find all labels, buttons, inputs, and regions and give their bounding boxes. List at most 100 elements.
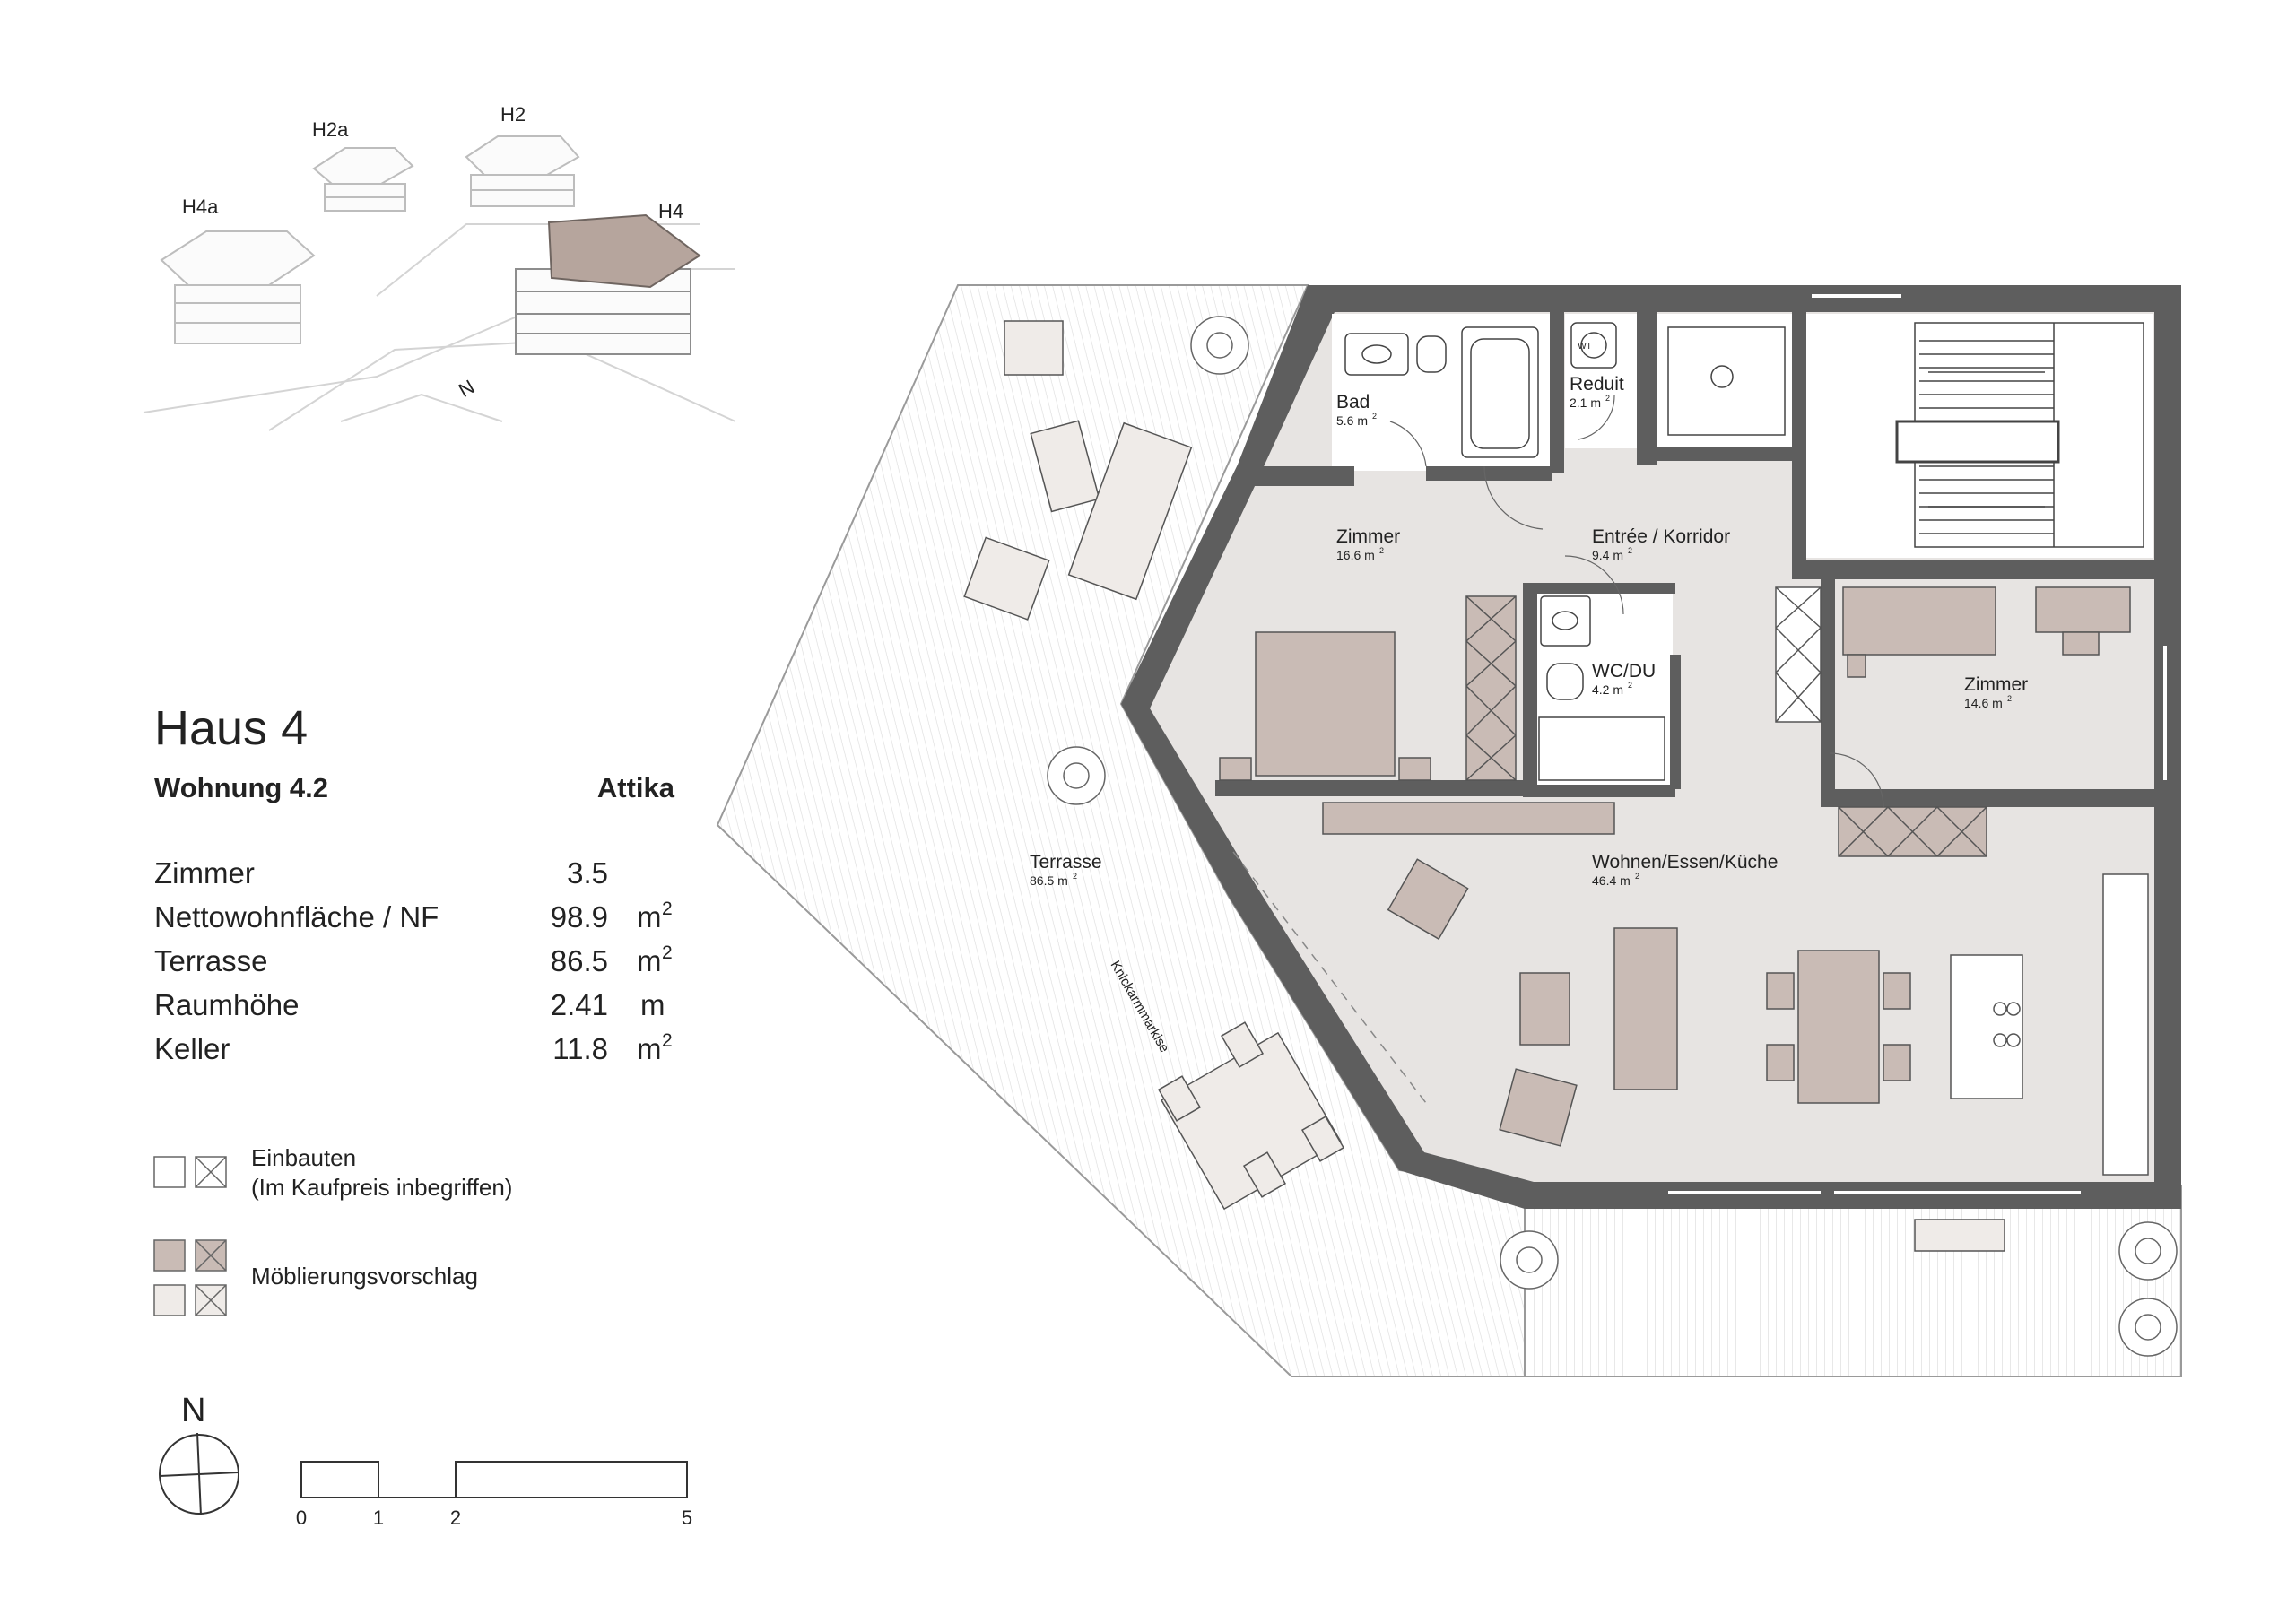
windows [1668,294,2167,1194]
fact-label: Raumhöhe [154,988,299,1021]
plants [1047,316,2178,1357]
site-label-h4a: H4a [182,195,219,218]
north-label: N [181,1392,205,1429]
site-label-h4: H4 [658,200,683,222]
legend: Einbauten (Im Kaufpreis inbegriffen) Möb… [153,1144,512,1316]
scale-tick: 0 [296,1507,307,1529]
room-area-sup: 2 [1628,681,1632,690]
room-area-entree: 9.4 m [1592,548,1623,562]
fact-value: 98.9 [551,900,608,934]
fact-unit-sup: 2 [662,1030,673,1051]
plant-icon [1190,316,1249,375]
plant-icon [1047,746,1106,805]
bath-fixtures [1344,322,1617,458]
double-bed [1255,631,1396,777]
legend-swatch-einbauten-plain [153,1156,186,1188]
room-area-zimmer-2: 14.6 m [1964,696,2003,710]
building-h2a [312,147,414,212]
wc-fixtures [1538,595,1665,781]
plant-icon [1500,1230,1559,1290]
room-area-zimmer-1: 16.6 m [1336,548,1375,562]
room-area-sup: 2 [2007,694,2012,703]
armchair-2 [1499,1068,1578,1147]
fact-unit-sup: 2 [662,899,673,919]
built-in-cabinets [1775,586,2149,1176]
building-h4 [515,213,701,355]
fact-value: 11.8 [552,1032,608,1065]
room-name-wc: WC/DU [1592,661,1656,682]
fact-unit: m [637,944,662,977]
legend-einbauten-label: Einbauten [251,1144,356,1171]
accessible-icon [1710,365,1734,388]
dining-table [1797,950,1880,1104]
wt-label: WT [1578,342,1592,352]
lift [1667,326,1786,436]
furniture-dark [1219,586,2131,1147]
scale-tick: 2 [450,1507,461,1529]
fact-unit: m [637,1032,662,1065]
page-title: Haus 4 [154,701,308,755]
site-plan: H2a H2 H4a H4 N [143,103,736,431]
fact-label: Keller [154,1032,230,1065]
sofa [1613,927,1678,1090]
legend-moeblierung-label: Möblierungsvorschlag [251,1263,478,1290]
building-h2 [465,135,580,207]
terrace-furniture [963,320,2005,1252]
room-name-zimmer-2: Zimmer [1964,674,2028,695]
unit-level: Attika [597,772,675,803]
building-h4-highlight [547,213,701,289]
room-name-zimmer-1: Zimmer [1336,526,1400,547]
coffee-table [1519,972,1570,1046]
room-name-wohnen: Wohnen/Essen/Küche [1592,852,1778,873]
single-bed [1842,586,1996,656]
fact-label: Zimmer [154,856,255,890]
site-label-h2a: H2a [312,118,349,141]
room-area-terrasse: 86.5 m [1030,873,1068,888]
room-area-sup: 2 [1628,546,1632,555]
floor-plan: WT [716,284,2182,1377]
room-name-entree: Entrée / Korridor [1592,526,1730,547]
room-area-sup: 2 [1605,394,1610,403]
room-name-bad: Bad [1336,392,1370,413]
room-area-bad: 5.6 m [1336,413,1368,428]
fact-label: Nettowohnfläche / NF [154,900,439,934]
fact-unit: m [640,988,665,1021]
building-h4a [160,230,316,344]
room-area-sup: 2 [1635,872,1639,881]
fact-label: Terrasse [154,944,268,977]
fact-value: 3.5 [567,856,608,890]
plant-icon [2118,1221,2178,1281]
room-area-sup: 2 [1073,872,1077,881]
fact-unit: m [637,900,662,934]
facts-table: Zimmer 3.5 Nettowohnfläche / NF 98.9 m 2… [154,856,673,1065]
lift-floor [1657,314,1792,447]
stairs [1895,322,2144,548]
room-area-sup: 2 [1379,546,1384,555]
plant-icon [2118,1298,2178,1357]
unit-name: Wohnung 4.2 [154,772,328,803]
legend-einbauten-note: (Im Kaufpreis inbegriffen) [251,1174,512,1201]
scale-tick: 1 [373,1507,384,1529]
site-label-north: N [455,375,478,402]
room-area-wc: 4.2 m [1592,682,1623,697]
awning-line [1232,851,1427,1104]
terrace-south [1524,1185,2182,1377]
legend-swatch-dark-plain [153,1239,186,1272]
fact-unit-sup: 2 [662,942,673,963]
room-area-sup: 2 [1372,412,1377,421]
room-area-reduit: 2.1 m [1570,395,1601,410]
door-swings [1389,394,1884,808]
sideboard [1322,802,1615,835]
room-area-wohnen: 46.4 m [1592,873,1631,888]
scale-tick: 5 [682,1507,692,1529]
armchair-1 [1387,858,1469,941]
room-name-terrasse: Terrasse [1030,852,1102,873]
fact-value: 86.5 [551,944,608,977]
fact-value: 2.41 [551,988,608,1021]
site-label-h2: H2 [500,103,526,126]
scale-bar [300,1461,688,1498]
desk [2035,586,2131,633]
wardrobe-zimmer1 [1465,595,1517,781]
legend-swatch-light-plain [153,1284,186,1316]
